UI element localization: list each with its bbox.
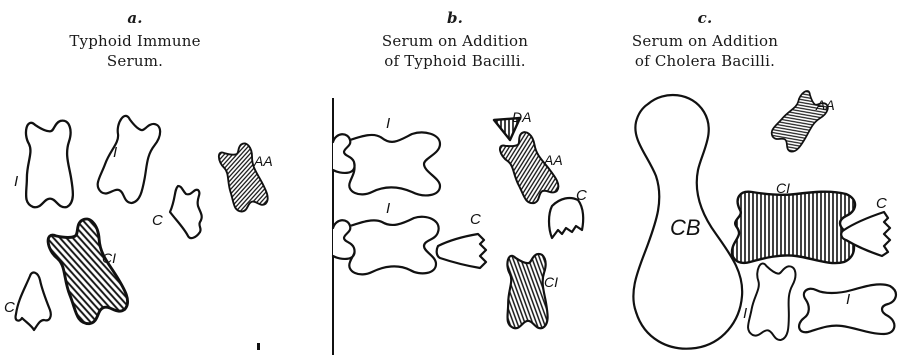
label-C-a1: C [152, 212, 163, 229]
label-I-b1: I [386, 115, 390, 132]
label-CB: CB [670, 215, 701, 240]
label-CI-c: CI [776, 180, 790, 196]
label-AA-a: AA [253, 153, 273, 169]
label-DA: DA [512, 109, 531, 125]
label-I-a2: I [113, 144, 117, 161]
label-C-b1: C [470, 211, 481, 228]
panel-c: CB AA CI C I I [633, 88, 896, 349]
label-AA-c: AA [815, 97, 835, 113]
immune-body-b1 [333, 132, 440, 195]
label-I-c2: I [846, 291, 850, 308]
immune-body-b2 [333, 217, 439, 275]
complement-immune-a [45, 215, 132, 327]
complement-b1 [437, 234, 486, 268]
dot-mark [257, 343, 260, 350]
label-I-c1: I [743, 305, 747, 322]
panel-a: I I AA C CI C [4, 112, 273, 350]
label-AA-b: AA [543, 152, 563, 168]
panel-b: I I C DA AA C CI [333, 98, 587, 355]
complement-immune-b [507, 254, 547, 328]
immune-body-a1 [26, 121, 73, 208]
label-C-c: C [876, 195, 887, 212]
complement-b2 [549, 198, 583, 238]
label-I-a1: I [14, 173, 18, 190]
label-I-b2: I [386, 200, 390, 217]
label-CI-b: CI [544, 274, 558, 290]
immune-body-a2 [95, 112, 165, 205]
label-C-b2: C [576, 187, 587, 204]
complement-immune-c [732, 192, 855, 263]
label-C-a2: C [4, 299, 15, 316]
complement-a1 [170, 186, 202, 238]
complement-a2 [16, 273, 51, 330]
label-CI-a: CI [102, 250, 116, 266]
immune-body-c1 [746, 261, 798, 341]
